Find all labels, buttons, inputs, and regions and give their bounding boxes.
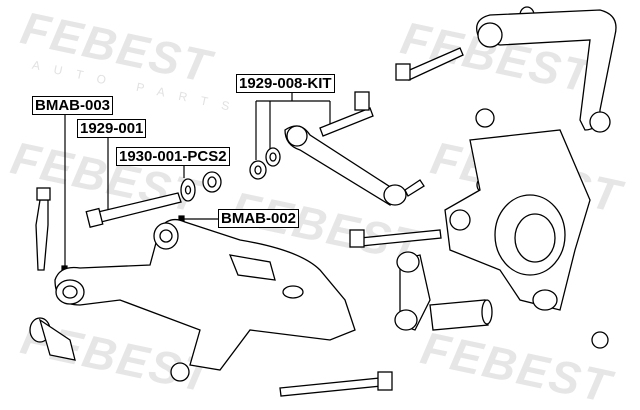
toe-link	[394, 251, 493, 331]
part-label-1930-001-pcs2: 1930-001-PCS2	[116, 147, 230, 166]
part-label-1929-008-kit: 1929-008-KIT	[236, 74, 335, 93]
lower-control-arm	[54, 218, 356, 371]
bolts	[35, 47, 464, 397]
wheel-knuckle	[444, 129, 591, 311]
upper-arm	[476, 9, 617, 133]
part-label-bmab-002: BMAB-002	[218, 209, 300, 228]
part-label-1929-001: 1929-001	[77, 119, 147, 138]
link-arm	[284, 125, 425, 206]
part-label-bmab-003: BMAB-003	[32, 96, 114, 115]
bushings-nuts	[29, 6, 609, 382]
